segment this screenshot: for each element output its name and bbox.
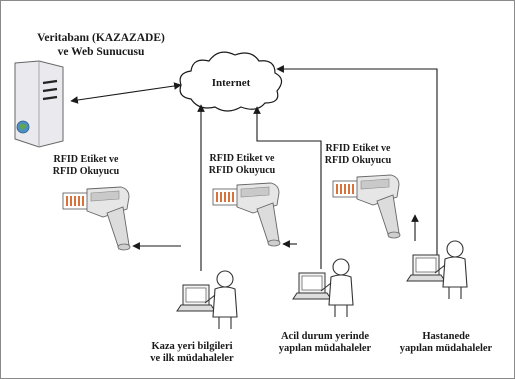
rfid-label-line1: RFID Etiket ve — [313, 143, 403, 155]
server-label: Veritabanı (KAZAZADE) ve Web Sunucusu — [17, 31, 185, 59]
rfid-label-1: RFID Etiket ve RFID Okuyucu — [41, 154, 131, 178]
rfid-reader-icon — [213, 183, 280, 246]
server-label-line2: ve Web Sunucusu — [17, 45, 185, 59]
station-caption-1: Kaza yeri bilgileri ve ilk müdahaleler — [137, 341, 247, 365]
rfid-reader-icon — [333, 175, 400, 238]
server-internet-link — [71, 85, 181, 101]
station-caption-line1: Acil durum yerinde — [265, 331, 385, 343]
station-caption-2: Acil durum yerinde yapılan müdahaleler — [265, 331, 385, 355]
station-caption-line1: Kaza yeri bilgileri — [137, 341, 247, 353]
laptop-user-icon — [177, 271, 237, 329]
server-icon — [15, 61, 63, 147]
station-caption-line1: Hastanede — [383, 331, 509, 343]
rfid-label-line1: RFID Etiket ve — [41, 154, 131, 166]
rfid-label-line2: RFID Okuyucu — [41, 166, 131, 178]
rfid-reader-icon — [63, 187, 130, 250]
station-caption-line2: yapılan müdahaleler — [265, 343, 385, 355]
station-caption-line2: ve ilk müdahaleler — [137, 353, 247, 365]
internet-label: Internet — [201, 77, 261, 89]
rfid-label-2: RFID Etiket ve RFID Okuyucu — [197, 153, 287, 177]
station-caption-line2: yapılan müdahaleler — [383, 343, 509, 355]
rfid-label-line1: RFID Etiket ve — [197, 153, 287, 165]
rfid-label-line2: RFID Okuyucu — [197, 165, 287, 177]
server-label-line1: Veritabanı (KAZAZADE) — [17, 31, 185, 45]
rfid-label-line2: RFID Okuyucu — [313, 155, 403, 167]
rfid-label-3: RFID Etiket ve RFID Okuyucu — [313, 143, 403, 167]
laptop-user-icon — [293, 259, 353, 317]
station-caption-3: Hastanede yapılan müdahaleler — [383, 331, 509, 355]
